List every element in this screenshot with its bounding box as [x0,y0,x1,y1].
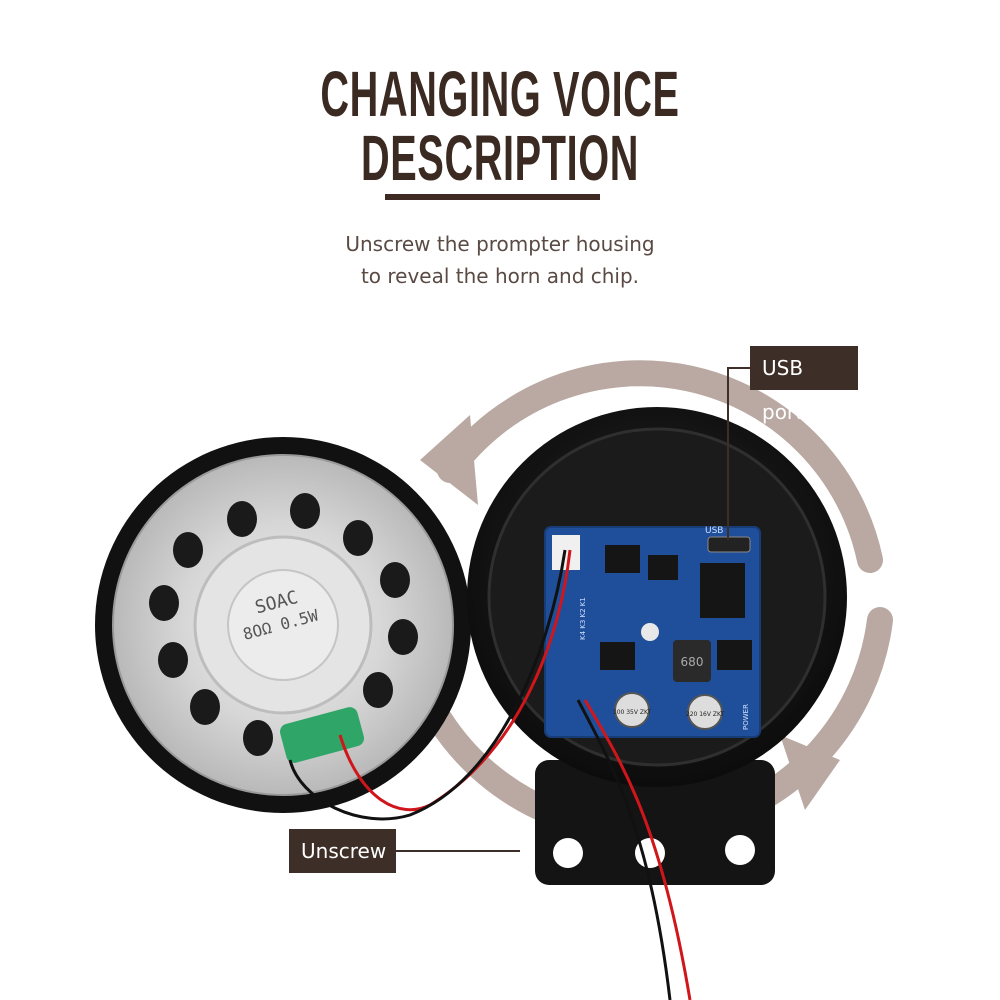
usb-silk: USB [705,526,723,536]
callout-leaders [396,367,750,852]
cap2-marking: 220 16V ZKT [686,711,725,718]
subtitle-line-2: to reveal the horn and chip. [360,264,640,288]
speaker-horn: SOAC 8OΩ 0.5W [95,437,471,813]
cap1-marking: 100 35V ZKT [613,709,652,716]
title-divider [385,194,600,200]
speaker-holes [149,493,418,756]
pins-silk: K4 K3 K2 K1 [579,597,587,640]
usb-port-callout: USB port [750,346,858,424]
unscrew-callout: Unscrew [289,829,396,873]
inductor-marking: 680 [681,655,704,669]
subtitle: Unscrew the prompter housing to reveal t… [0,228,1000,292]
subtitle-line-1: Unscrew the prompter housing [345,232,655,256]
page-title: Changing Voice Description [320,58,680,194]
wires [288,549,692,1000]
power-silk: POWER [742,704,750,730]
control-chip-board: USB 680 100 35V ZKT 220 16V ZKT POWER K4… [544,526,761,738]
